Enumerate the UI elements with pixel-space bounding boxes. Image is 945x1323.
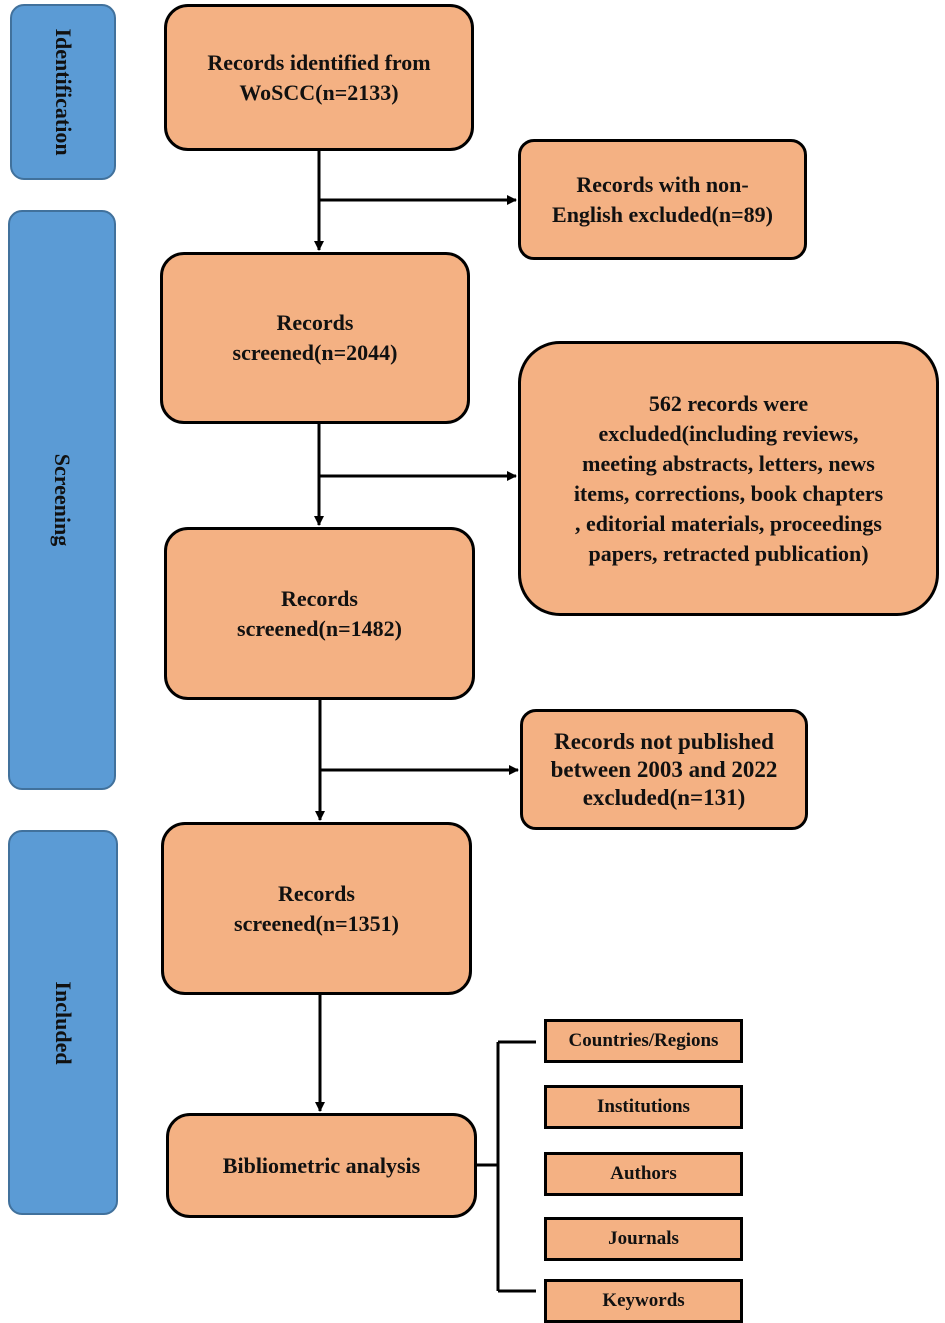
stage-included: Included (8, 830, 118, 1215)
analysis-item-institutions: Institutions (544, 1085, 743, 1129)
year-range-exclusion-box: Records not published between 2003 and 2… (520, 709, 808, 830)
stage-screening: Screening (8, 210, 116, 790)
screened-2044-box: Records screened(n=2044) (160, 252, 470, 424)
document-type-exclusion-box: 562 records were excluded(including revi… (518, 341, 939, 616)
analysis-item-keywords: Keywords (544, 1279, 743, 1323)
identified-records-box: Records identified from WoSCC(n=2133) (164, 4, 474, 151)
analysis-bracket (477, 1040, 536, 1293)
screened-1482-box: Records screened(n=1482) (164, 527, 475, 700)
screened-1351-box: Records screened(n=1351) (161, 822, 472, 995)
bibliometric-analysis-box: Bibliometric analysis (166, 1113, 477, 1218)
stage-identification: Identification (10, 4, 116, 180)
non-english-exclusion-box: Records with non- English excluded(n=89) (518, 139, 807, 260)
analysis-item-authors: Authors (544, 1152, 743, 1196)
analysis-item-countries: Countries/Regions (544, 1019, 743, 1063)
analysis-item-journals: Journals (544, 1217, 743, 1261)
